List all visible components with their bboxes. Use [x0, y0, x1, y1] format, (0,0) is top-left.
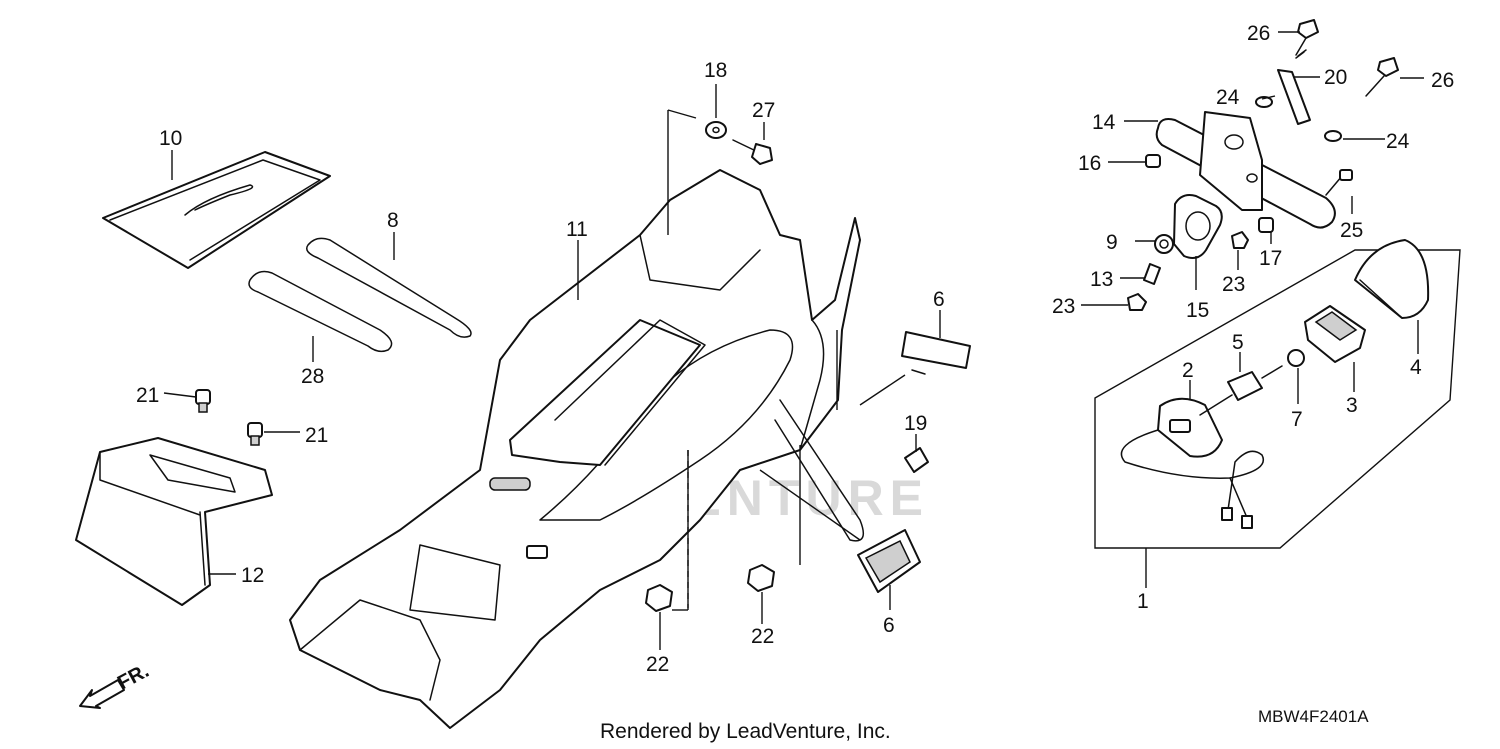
part-27-bolt — [732, 139, 773, 165]
callout-11: 11 — [566, 218, 588, 241]
callout-24-lower: 24 — [1386, 130, 1410, 153]
part-28-strap — [248, 270, 393, 353]
diagram-code: MBW4F2401A — [1258, 707, 1369, 726]
part-14-bracket — [1155, 111, 1336, 229]
part-22-nut-left — [645, 584, 673, 612]
callout-8: 8 — [387, 209, 399, 232]
part-12-cover — [75, 437, 273, 606]
callout-4: 4 — [1410, 356, 1422, 379]
part-26-bolt-right — [1365, 57, 1399, 97]
part-21-clip-lower — [247, 422, 263, 446]
part-2-socket-wire — [1120, 394, 1264, 529]
callout-6-lower: 6 — [883, 614, 895, 637]
callout-labels: 1 2 3 4 5 6 6 7 8 9 10 11 12 13 14 15 16… — [136, 22, 1454, 676]
part-4-lens — [1354, 239, 1430, 319]
leader-lines — [163, 31, 1424, 650]
callout-28: 28 — [301, 365, 324, 388]
credit-text: Rendered by LeadVenture, Inc. — [600, 720, 891, 743]
callout-21-lower: 21 — [305, 424, 328, 447]
callout-16: 16 — [1078, 152, 1101, 175]
part-17-collar — [1258, 217, 1274, 233]
callout-22-right: 22 — [751, 625, 774, 648]
callout-27: 27 — [752, 99, 775, 122]
part-24-washer-lower — [1324, 130, 1342, 142]
taillight-assembly-outline — [1094, 249, 1461, 549]
callout-19: 19 — [904, 412, 927, 435]
part-20-stay — [1277, 69, 1311, 125]
part-15-grommet — [1173, 194, 1223, 259]
callout-13: 13 — [1090, 268, 1113, 291]
part-7-bulb — [1287, 349, 1305, 367]
callout-25: 25 — [1340, 219, 1363, 242]
part-18-washer — [705, 121, 727, 139]
callout-21-upper: 21 — [136, 384, 159, 407]
part-8-strap — [306, 237, 472, 338]
part-21-clip-upper — [195, 389, 211, 413]
callout-26-upper: 26 — [1247, 22, 1270, 45]
callout-5: 5 — [1232, 331, 1244, 354]
callout-6-upper: 6 — [933, 288, 945, 311]
part-11-rear-fender — [289, 169, 865, 729]
part-24-washer-upper — [1255, 96, 1273, 108]
part-19-bulb — [904, 447, 929, 473]
part-6-reflector-upper — [901, 331, 971, 375]
callout-2: 2 — [1182, 359, 1194, 382]
part-22-nut-right — [747, 564, 775, 592]
callout-20: 20 — [1324, 66, 1347, 89]
callout-3: 3 — [1346, 394, 1358, 417]
part-26-bolt-upper — [1295, 19, 1319, 59]
part-3-housing — [1304, 305, 1366, 363]
callout-18: 18 — [704, 59, 727, 82]
callout-22-left: 22 — [646, 653, 669, 676]
front-direction-arrow: FR. — [79, 660, 153, 709]
part-25-screw — [1325, 169, 1353, 196]
part-10-tool-pouch — [102, 151, 331, 269]
callout-1: 1 — [1137, 590, 1149, 613]
callout-14: 14 — [1092, 111, 1116, 134]
callout-15: 15 — [1186, 299, 1209, 322]
callout-10: 10 — [159, 127, 182, 150]
part-9-rubber — [1154, 234, 1174, 254]
callout-23-right: 23 — [1222, 273, 1245, 296]
callout-17: 17 — [1259, 247, 1282, 270]
callout-23-left: 23 — [1052, 295, 1075, 318]
part-5-socket — [1227, 365, 1283, 401]
part-16-nut — [1145, 154, 1161, 168]
part-23-nut-left — [1127, 293, 1147, 311]
callout-24-upper: 24 — [1216, 86, 1240, 109]
callout-9: 9 — [1106, 231, 1118, 254]
callout-12: 12 — [241, 564, 264, 587]
callout-7: 7 — [1291, 408, 1303, 431]
callout-26-right: 26 — [1431, 69, 1454, 92]
part-13-collar — [1143, 263, 1161, 285]
part-23-nut-right — [1231, 231, 1249, 249]
part-6-reflector-lower — [857, 529, 921, 593]
